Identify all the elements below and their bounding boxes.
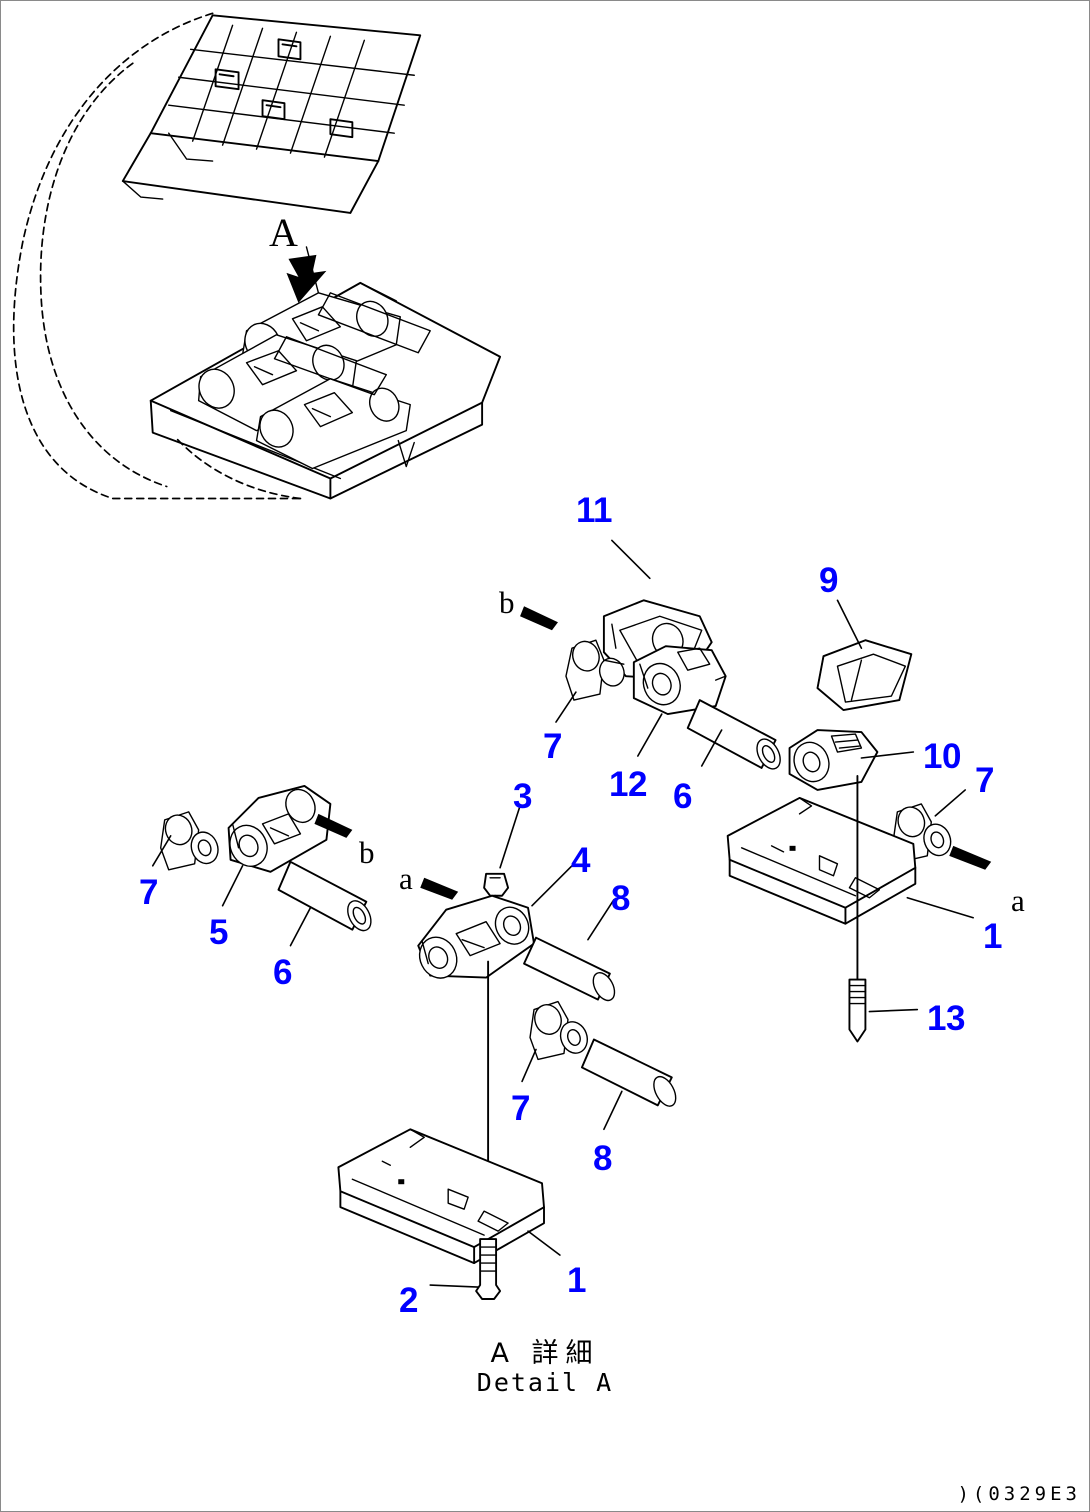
part-7-seal-center — [529, 1000, 589, 1061]
part-5-master-link — [227, 784, 353, 873]
callout-6-left: 6 — [273, 953, 292, 992]
part-1-shoe-plate-right — [726, 775, 917, 981]
callout-13: 13 — [927, 999, 965, 1038]
caption-japanese: A 詳細 — [490, 1338, 600, 1369]
part-13-bolt-long — [848, 978, 867, 1043]
marker-b-upper: b — [499, 585, 515, 620]
callout-2: 2 — [399, 1281, 418, 1320]
callout-7-upper: 7 — [543, 727, 562, 766]
callout-6-right: 6 — [673, 777, 692, 816]
callout-7-center: 7 — [511, 1089, 530, 1128]
track-belt-assembly — [12, 12, 502, 500]
part-1-shoe-plate-bottom — [337, 1128, 545, 1265]
callout-10: 10 — [923, 737, 961, 776]
part-7-seal-right — [892, 803, 992, 870]
callout-9: 9 — [819, 561, 838, 600]
leader-lines — [151, 539, 975, 1288]
marker-a-left: a — [399, 861, 413, 896]
detail-caption: A 詳細 Detail A — [1, 1338, 1089, 1398]
track-section-detail-target — [149, 281, 502, 500]
caption-english: Detail A — [476, 1368, 614, 1398]
section-label-A: A — [269, 210, 298, 255]
part-4-track-link — [417, 894, 535, 1241]
marker-b-left: b — [359, 835, 375, 870]
callout-5: 5 — [209, 913, 228, 952]
marker-a-arrow-left — [420, 877, 459, 900]
section-arrow-icon — [286, 246, 327, 303]
track-shoe-top — [121, 14, 422, 214]
part-12-track-link — [632, 645, 727, 716]
part-7-seal-left — [160, 811, 219, 871]
callout-8-upper: 8 — [611, 879, 630, 918]
part-2-bolt — [475, 1238, 502, 1300]
callout-3: 3 — [513, 777, 532, 816]
part-6-bushing-left — [277, 860, 372, 932]
part-8-pin-upper — [523, 936, 616, 1002]
callout-11: 11 — [576, 491, 613, 530]
part-7-seal-upper — [565, 639, 625, 701]
callout-7-left: 7 — [139, 873, 158, 912]
callout-7-right: 7 — [975, 761, 994, 800]
marker-b-arrow-upper — [520, 606, 558, 631]
callout-12: 12 — [609, 765, 647, 804]
callout-4: 4 — [571, 841, 590, 880]
part-10-track-link — [788, 729, 879, 791]
callout-1-right: 1 — [983, 917, 1002, 956]
marker-a-right: a — [1011, 883, 1025, 918]
callout-8-lower: 8 — [593, 1139, 612, 1178]
part-9-link-cover — [816, 639, 913, 712]
part-6-bushing-right — [686, 699, 781, 770]
part-8-pin-lower — [580, 1038, 677, 1107]
drawing-code: )(0329E3 — [957, 1483, 1081, 1505]
callout-1-bottom: 1 — [567, 1261, 586, 1300]
